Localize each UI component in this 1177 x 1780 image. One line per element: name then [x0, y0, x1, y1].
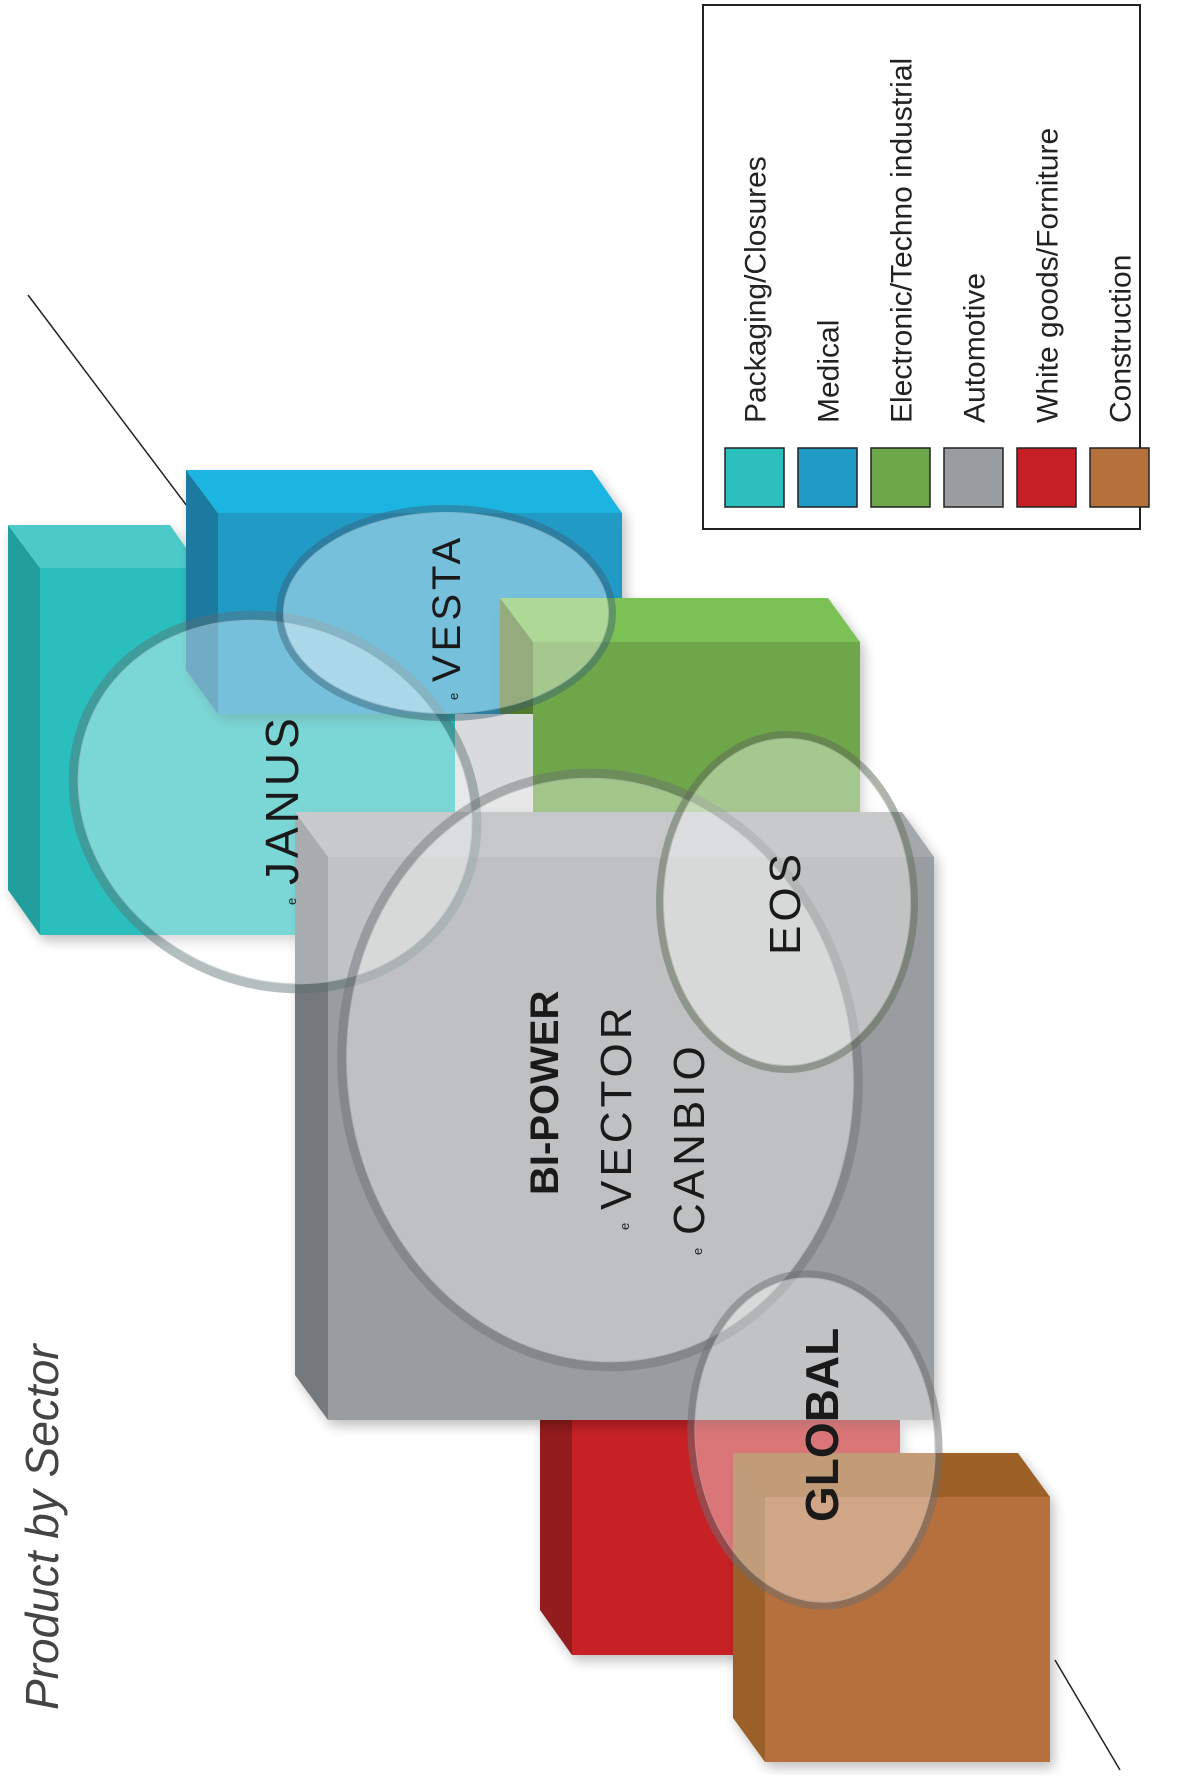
legend-item: Construction [1089, 255, 1150, 508]
legend-label: Packaging/Closures [740, 156, 773, 423]
legend-swatch [943, 447, 1004, 508]
vector-logo-mark: e [617, 1223, 632, 1230]
canbio-label: e CANBIO [665, 1042, 714, 1255]
legend-label: Electronic/Techno industrial [886, 58, 919, 423]
eos-ellipse [656, 731, 918, 1073]
legend-item: Electronic/Techno industrial [870, 58, 931, 508]
title-text: Product by Sector [16, 1343, 68, 1710]
janus-label: e JANUS [256, 714, 308, 905]
legend-label: Medical [813, 320, 846, 423]
legend-item: Automotive [943, 273, 1004, 508]
vector-label: e VECTOR [592, 1003, 641, 1230]
global-ellipse [687, 1270, 943, 1610]
legend-swatch [1089, 447, 1150, 508]
janus-text: JANUS [256, 714, 308, 885]
legend-border [702, 4, 1141, 530]
janus-logo-mark: e [284, 898, 299, 905]
eos-text: EOS [761, 850, 810, 955]
legend-swatch [870, 447, 931, 508]
vesta-ellipse [276, 505, 616, 721]
eos-label: EOS [761, 850, 810, 955]
global-label: GLOBAL [796, 1328, 848, 1522]
janus-ellipse [68, 610, 482, 994]
vesta-logo-mark: e [446, 693, 461, 700]
legend-label: Automotive [959, 273, 992, 423]
legend-label: Construction [1105, 255, 1138, 423]
canbio-text: CANBIO [665, 1042, 714, 1235]
global-text: GLOBAL [796, 1328, 848, 1522]
canbio-logo-mark: e [690, 1248, 705, 1255]
legend-label: White goods/Forniture [1032, 128, 1065, 423]
diagonal-line-top [27, 294, 191, 511]
vesta-text: VESTA [425, 534, 469, 682]
legend-item: White goods/Forniture [1016, 128, 1077, 508]
gap-filler [455, 714, 533, 814]
vector-text: VECTOR [592, 1003, 641, 1210]
legend-swatch [1016, 447, 1077, 508]
legend-item: Medical [797, 320, 858, 508]
construction-block [733, 1453, 1050, 1762]
legend-swatch [797, 447, 858, 508]
legend-item: Packaging/Closures [724, 156, 785, 508]
bi-power-ellipse [337, 768, 863, 1372]
diagonal-line-bottom [1054, 1659, 1121, 1771]
page-title: Product by Sector [16, 1343, 68, 1710]
automotive-block [295, 812, 934, 1420]
vesta-label: e VESTA [425, 534, 469, 700]
bi-power-label: BI-POWER [523, 990, 567, 1195]
bi-power-text: BI-POWER [523, 990, 567, 1195]
legend-swatch [724, 447, 785, 508]
